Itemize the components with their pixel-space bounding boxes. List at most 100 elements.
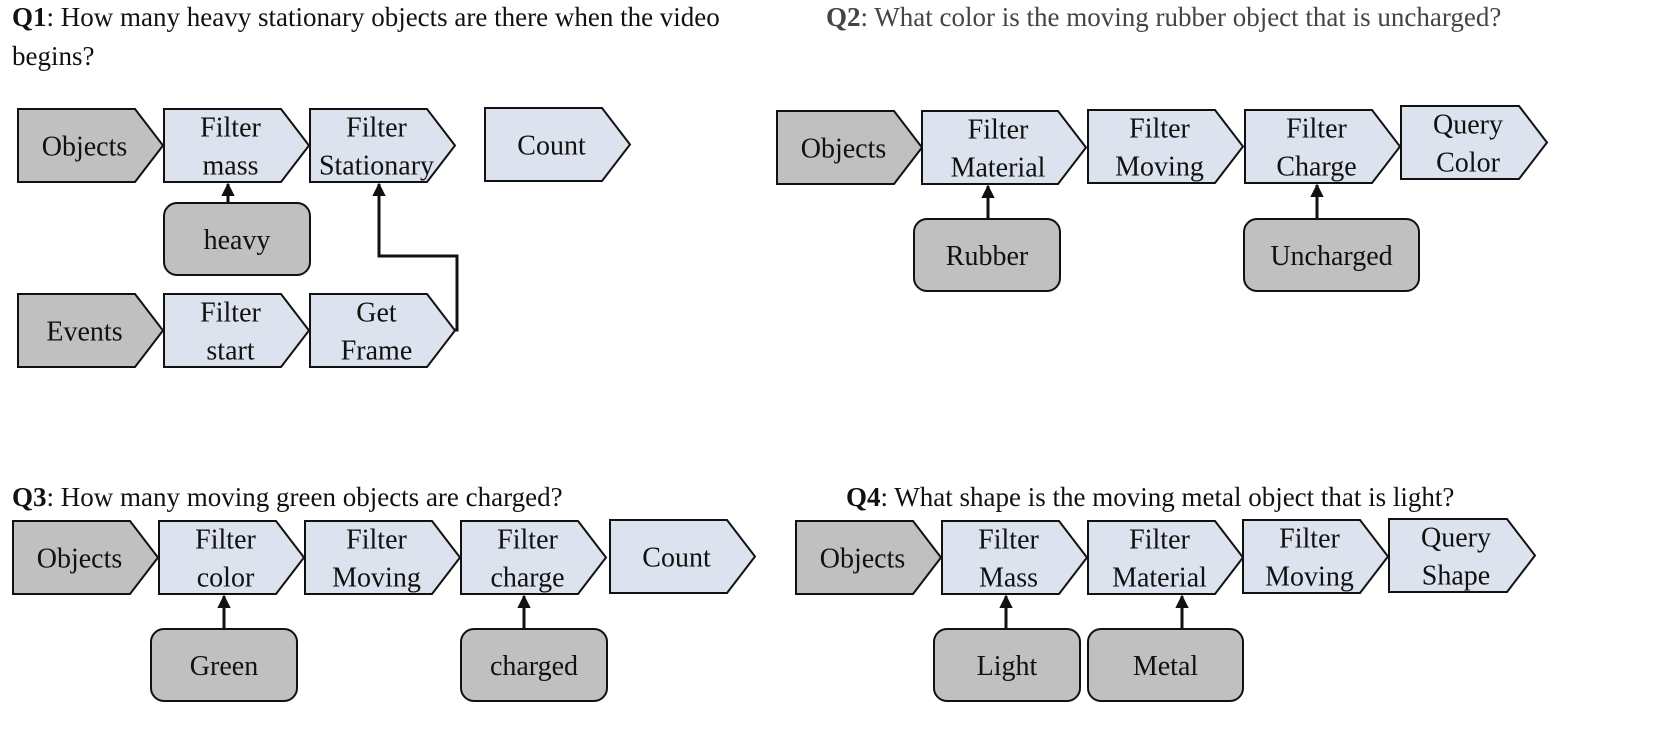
question-q2-id: Q2	[826, 2, 861, 32]
node-shape	[933, 628, 1081, 702]
node-label: Moving	[332, 563, 421, 594]
node-label: Metal	[1133, 651, 1199, 682]
edges	[217, 182, 1324, 629]
node-label: Objects	[820, 544, 906, 575]
node-shape	[17, 108, 165, 183]
node-label: Filter	[1279, 524, 1340, 555]
node-label: Moving	[1115, 152, 1204, 183]
node-label: start	[206, 336, 254, 367]
node-shape	[150, 628, 298, 702]
node-label: charge	[490, 563, 564, 594]
node-label: Filter	[968, 115, 1029, 146]
node-shape	[1087, 109, 1245, 184]
question-q3-text: : How many moving green objects are char…	[46, 482, 563, 512]
question-q2-text: : What color is the moving rubber object…	[860, 2, 1502, 32]
node-shape	[484, 107, 632, 182]
question-q3: Q3: How many moving green objects are ch…	[12, 478, 792, 517]
node-label: Material	[951, 153, 1046, 184]
node-shape	[609, 519, 757, 594]
node-shape	[776, 110, 924, 185]
question-q4-text: : What shape is the moving metal object …	[880, 482, 1455, 512]
node-label: Count	[517, 131, 586, 162]
node-q2-uncharged: Uncharged	[1243, 218, 1420, 292]
node-shape	[460, 520, 608, 595]
node-shape	[1244, 109, 1402, 184]
node-q1-events: Events	[17, 293, 165, 368]
node-label: Filter	[346, 525, 407, 556]
node-shape	[12, 520, 160, 595]
node-label: mass	[203, 151, 259, 182]
node-q3-count: Count	[609, 519, 757, 594]
node-label: Filter	[346, 113, 407, 144]
nodes: ObjectsFiltermassFilterStationaryCounthe…	[12, 105, 1549, 702]
node-shape	[795, 520, 943, 595]
node-label: Shape	[1422, 561, 1490, 592]
node-label: charged	[490, 651, 578, 682]
node-shape	[1388, 518, 1537, 593]
node-shape	[304, 520, 462, 595]
node-shape	[1242, 519, 1390, 594]
question-q1-id: Q1	[12, 2, 47, 32]
node-q1-filter-start: Filter start	[163, 293, 311, 368]
node-label: Filter	[1286, 114, 1347, 145]
node-label: Get	[356, 298, 397, 329]
node-label: Objects	[37, 544, 123, 575]
question-q1: Q1: How many heavy stationary objects ar…	[12, 0, 792, 76]
node-label: Green	[190, 651, 258, 682]
node-label: Stationary	[319, 151, 434, 182]
node-label: Filter	[195, 525, 256, 556]
node-label: Uncharged	[1270, 241, 1392, 272]
question-q4-id: Q4	[846, 482, 881, 512]
question-q2: Q2: What color is the moving rubber obje…	[826, 0, 1656, 37]
node-label: Filter	[978, 525, 1039, 556]
node-q3-objects: Objects	[12, 520, 160, 595]
node-shape	[158, 520, 306, 595]
node-q1-count: Count	[484, 107, 632, 182]
node-label: Filter	[1129, 114, 1190, 145]
node-q1-heavy: heavy	[163, 202, 311, 276]
node-shape	[921, 110, 1088, 185]
node-label: Color	[1436, 148, 1500, 179]
node-label: Objects	[42, 132, 128, 163]
question-q3-id: Q3	[12, 482, 47, 512]
node-shape	[1243, 218, 1420, 292]
node-shape	[1400, 105, 1549, 180]
node-q4-metal: Metal	[1087, 628, 1244, 702]
node-q4-objects: Objects	[795, 520, 943, 595]
node-label: Mass	[979, 563, 1038, 594]
node-shape	[1087, 628, 1244, 702]
edge-q1-get-frame-to-filter-stationary	[372, 182, 459, 332]
node-label: Query	[1421, 523, 1491, 554]
node-shape	[913, 218, 1061, 292]
node-label: Filter	[200, 298, 261, 329]
node-shape	[309, 108, 457, 183]
node-label: Filter	[497, 525, 558, 556]
question-q4: Q4: What shape is the moving metal objec…	[846, 478, 1646, 517]
node-label: Count	[642, 543, 711, 574]
node-shape	[309, 293, 457, 368]
node-shape	[941, 520, 1089, 595]
node-q3-green: Green	[150, 628, 298, 702]
node-label: Charge	[1276, 152, 1356, 183]
node-q1-objects: Objects	[17, 108, 165, 183]
node-label: Filter	[1129, 525, 1190, 556]
node-label: color	[197, 563, 255, 594]
node-label: Material	[1112, 563, 1207, 594]
node-shape	[1087, 520, 1245, 595]
node-q2-objects: Objects	[776, 110, 924, 185]
node-shape	[17, 293, 165, 368]
node-shape	[163, 108, 311, 183]
node-label: Light	[977, 651, 1038, 682]
node-shape	[460, 628, 608, 702]
node-q3-charged: charged	[460, 628, 608, 702]
